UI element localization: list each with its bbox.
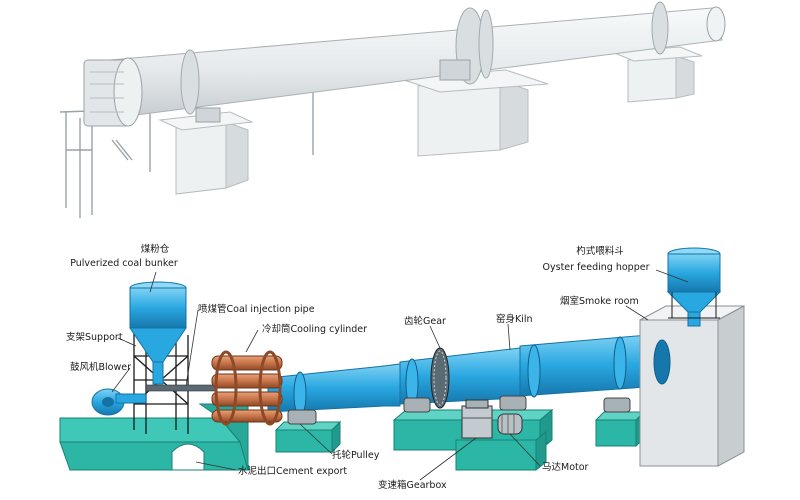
label-pulverized-coal-bunker: Pulverized coal bunker	[70, 258, 178, 269]
kiln-section-1	[267, 363, 401, 413]
pulverized-coal-bunker	[129, 281, 187, 385]
pier-base-1	[274, 409, 342, 454]
label-cement-export: 水泥出口Cement export	[238, 465, 347, 477]
label-gearbox: 变速箱Gearbox	[378, 479, 447, 491]
blower	[91, 388, 147, 416]
smoke-room	[639, 305, 745, 467]
label-oyster-feeding-hopper: Oyster feeding hopper	[543, 262, 650, 273]
drive-rendering	[439, 59, 471, 81]
roller-rendering	[195, 107, 221, 123]
label-oyster-feeding-hopper-cn: 杓式喂料斗	[576, 245, 624, 257]
kiln-rendering-3d	[59, 1, 726, 218]
kiln-tyres	[293, 336, 627, 417]
label-gear: 齿轮Gear	[404, 315, 446, 327]
kiln-schematic: 煤粉仓 Pulverized coal bunker 支架Support 鼓风机…	[59, 243, 745, 491]
feed-end-rendering	[706, 6, 726, 42]
gearbox	[461, 399, 493, 439]
label-motor: 马达Motor	[542, 461, 589, 473]
base-platform	[59, 441, 251, 471]
label-pulley: 托轮Pulley	[332, 449, 380, 461]
cement-export-opening	[171, 443, 205, 471]
pier-base-3	[594, 397, 646, 448]
kiln-gear	[430, 347, 450, 409]
label-support: 支架Support	[66, 331, 123, 343]
label-smoke-room: 烟室Smoke room	[560, 295, 639, 307]
pier-1	[158, 111, 254, 195]
leader-lines	[111, 269, 689, 481]
label-kiln: 窑身Kiln	[496, 313, 533, 325]
cooling-cylinder	[211, 350, 283, 426]
oyster-feeding-hopper	[666, 247, 722, 327]
label-pulverized-coal-bunker-cn: 煤粉仓	[141, 243, 170, 255]
label-cooling-cylinder: 冷却筒Cooling cylinder	[262, 323, 367, 335]
pier-3	[611, 46, 703, 103]
label-coal-injection-pipe: 喷煤管Coal injection pipe	[198, 303, 315, 315]
drive-base	[455, 430, 547, 472]
motor	[497, 413, 523, 435]
label-blower: 鼓风机Blower	[70, 361, 131, 373]
discharge-hood	[83, 57, 143, 127]
coal-injection-pipe	[145, 384, 217, 392]
tyres	[180, 1, 669, 115]
kiln-section-3	[519, 333, 661, 397]
left-frame	[59, 90, 314, 218]
